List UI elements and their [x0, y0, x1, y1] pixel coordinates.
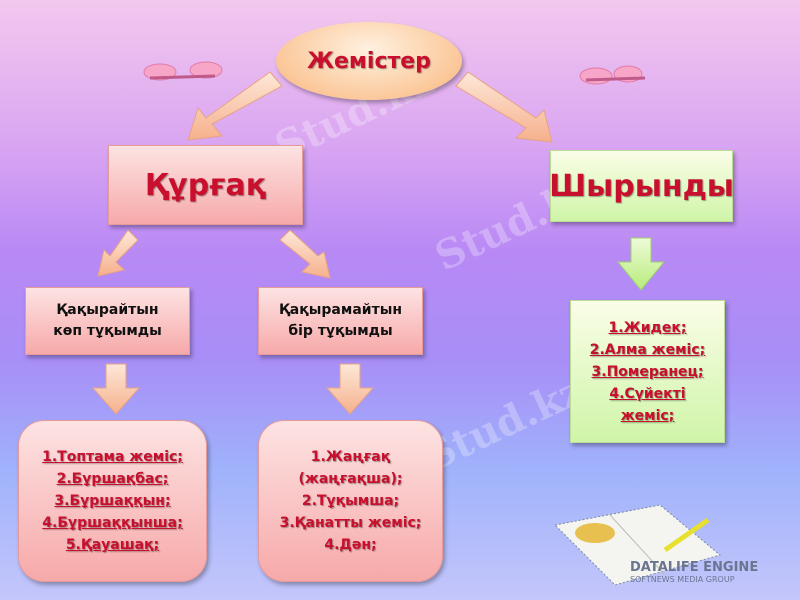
- list-item: 2.Алма жеміс;: [589, 341, 706, 358]
- list-item: 4.Сүйекті жеміс;: [609, 385, 686, 424]
- book-icon: [553, 504, 722, 586]
- juicy-box: Шырынды: [549, 150, 734, 222]
- title: Жемістер: [307, 48, 431, 74]
- list-item: 2.Тұқымша;: [301, 493, 400, 509]
- juicy-label: Шырынды: [549, 168, 734, 204]
- dry-box: Құрғақ: [108, 145, 303, 225]
- list-item: 5.Қауашақ;: [65, 537, 160, 553]
- butterfly-icon: [579, 65, 646, 85]
- butterfly-icon: [143, 61, 223, 81]
- indehiscent-box: Қақырамайтын бір тұқымды: [258, 287, 423, 355]
- arrow-down-2: [325, 363, 375, 415]
- dehiscent-list: 1.Топтама жеміс; 2.Бұршақбас; 3.Бұршаққы…: [18, 420, 207, 582]
- arrow-down-left: [97, 229, 139, 277]
- list-item: 1.Жидек;: [608, 319, 687, 336]
- indehiscent-label: Қақырамайтын бір тұқымды: [278, 302, 403, 339]
- logo: DATALIFE ENGINE SOFTNEWS MEDIA GROUP: [630, 560, 758, 584]
- list-item: 3.Бұршаққын;: [54, 493, 171, 509]
- dry-label: Құрғақ: [144, 167, 267, 203]
- arrow-down-right: [279, 229, 331, 279]
- list-item: 2.Бұршақбас;: [56, 471, 169, 487]
- dehiscent-box: Қақырайтын көп тұқымды: [25, 287, 190, 355]
- list-item: 3.Померанец;: [591, 363, 704, 380]
- arrow-right: [455, 71, 553, 143]
- indehiscent-list: 1.Жаңғақ (жаңғақша); 2.Тұқымша; 3.Қанатт…: [258, 420, 443, 582]
- arrow-down-green: [616, 237, 666, 291]
- logo-subtitle: SOFTNEWS MEDIA GROUP: [630, 575, 735, 584]
- list-item: 3.Қанатты жеміс;: [279, 515, 422, 531]
- list-item: 4.Дән;: [324, 537, 377, 553]
- arrow-left: [187, 71, 283, 141]
- dehiscent-label: Қақырайтын көп тұқымды: [53, 302, 162, 339]
- arrow-down-1: [91, 363, 141, 415]
- logo-title: DATALIFE ENGINE: [630, 560, 759, 575]
- list-item: 1.Топтама жеміс;: [42, 449, 183, 465]
- list-item: 4.Бұршаққынша;: [42, 515, 183, 531]
- juicy-list: 1.Жидек; 2.Алма жеміс; 3.Померанец; 4.Сү…: [570, 300, 725, 443]
- list-item: 1.Жаңғақ (жаңғақша);: [298, 449, 403, 487]
- title-oval: Жемістер: [276, 22, 462, 100]
